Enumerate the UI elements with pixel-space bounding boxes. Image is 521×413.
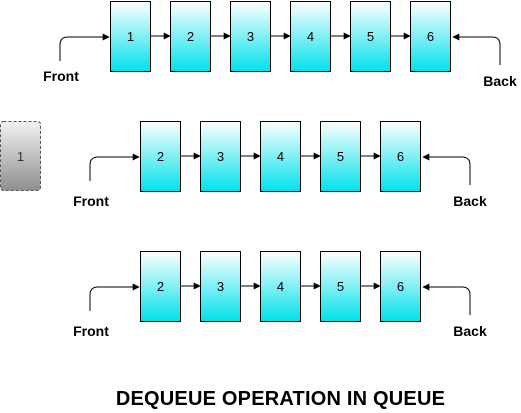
- queue-node: 2: [170, 1, 211, 72]
- queue-node-box: [320, 121, 361, 192]
- queue-node-label: 4: [307, 29, 314, 44]
- diagram-caption: DEQUEUE OPERATION IN QUEUE: [115, 388, 446, 410]
- queue-node-box: [350, 1, 391, 72]
- back-label: Back: [453, 193, 487, 209]
- queue-node: 4: [260, 121, 301, 192]
- queue-node-label: 1: [127, 29, 134, 44]
- queue-node: 6: [410, 1, 451, 72]
- back-pointer-arrow: [422, 153, 471, 185]
- queue-node: 2: [140, 251, 181, 322]
- queue-node-label: 6: [427, 29, 434, 44]
- back-label: Back: [483, 73, 517, 89]
- queue-node: 4: [260, 251, 301, 322]
- queue-node-box: [170, 1, 211, 72]
- queue-node-label: 5: [367, 29, 374, 44]
- front-label: Front: [43, 68, 79, 84]
- queue-node-label: 3: [217, 279, 224, 294]
- queue-node-label: 2: [157, 149, 164, 164]
- queue-node: 4: [290, 1, 331, 72]
- queue-node-label: 6: [397, 149, 404, 164]
- queue-node-label: 3: [217, 149, 224, 164]
- queue-node: 3: [200, 121, 241, 192]
- dequeued-node-box: [0, 121, 41, 191]
- queue-node-label: 6: [397, 279, 404, 294]
- queue-node: 3: [200, 251, 241, 322]
- queue-node: 5: [350, 1, 391, 72]
- queue-node-label: 3: [247, 29, 254, 44]
- back-pointer-arrow: [422, 283, 471, 315]
- queue-node-box: [110, 1, 151, 72]
- queue-node: 5: [320, 251, 361, 322]
- queue-node-box: [200, 121, 241, 192]
- queue-node-box: [260, 251, 301, 322]
- back-pointer-arrow: [452, 33, 501, 65]
- queue-node-box: [320, 251, 361, 322]
- queue-node-box: [290, 1, 331, 72]
- queue-node: 6: [380, 121, 421, 192]
- queue-node-box: [140, 121, 181, 192]
- queue-node-box: [230, 1, 271, 72]
- queue-node-box: [140, 251, 181, 322]
- queue-node: 1: [110, 1, 151, 72]
- queue-node: 5: [320, 121, 361, 192]
- queue-node: 3: [230, 1, 271, 72]
- queue-node: 2: [140, 121, 181, 192]
- dequeued-node-label: 1: [17, 149, 24, 164]
- queue-node-label: 4: [277, 149, 284, 164]
- queue-node-label: 5: [337, 279, 344, 294]
- front-pointer-arrow: [59, 33, 110, 61]
- dequeued-node: 1: [0, 121, 41, 191]
- queue-node-box: [260, 121, 301, 192]
- front-label: Front: [73, 323, 109, 339]
- queue-node-box: [380, 251, 421, 322]
- front-pointer-arrow: [89, 153, 140, 181]
- queue-node-label: 5: [337, 149, 344, 164]
- queue-node-label: 2: [157, 279, 164, 294]
- queue-node-box: [200, 251, 241, 322]
- front-label: Front: [73, 193, 109, 209]
- queue-node-label: 4: [277, 279, 284, 294]
- back-label: Back: [453, 323, 487, 339]
- queue-node: 6: [380, 251, 421, 322]
- queue-node-box: [380, 121, 421, 192]
- queue-node-box: [410, 1, 451, 72]
- queue-node-label: 2: [187, 29, 194, 44]
- front-pointer-arrow: [89, 283, 140, 311]
